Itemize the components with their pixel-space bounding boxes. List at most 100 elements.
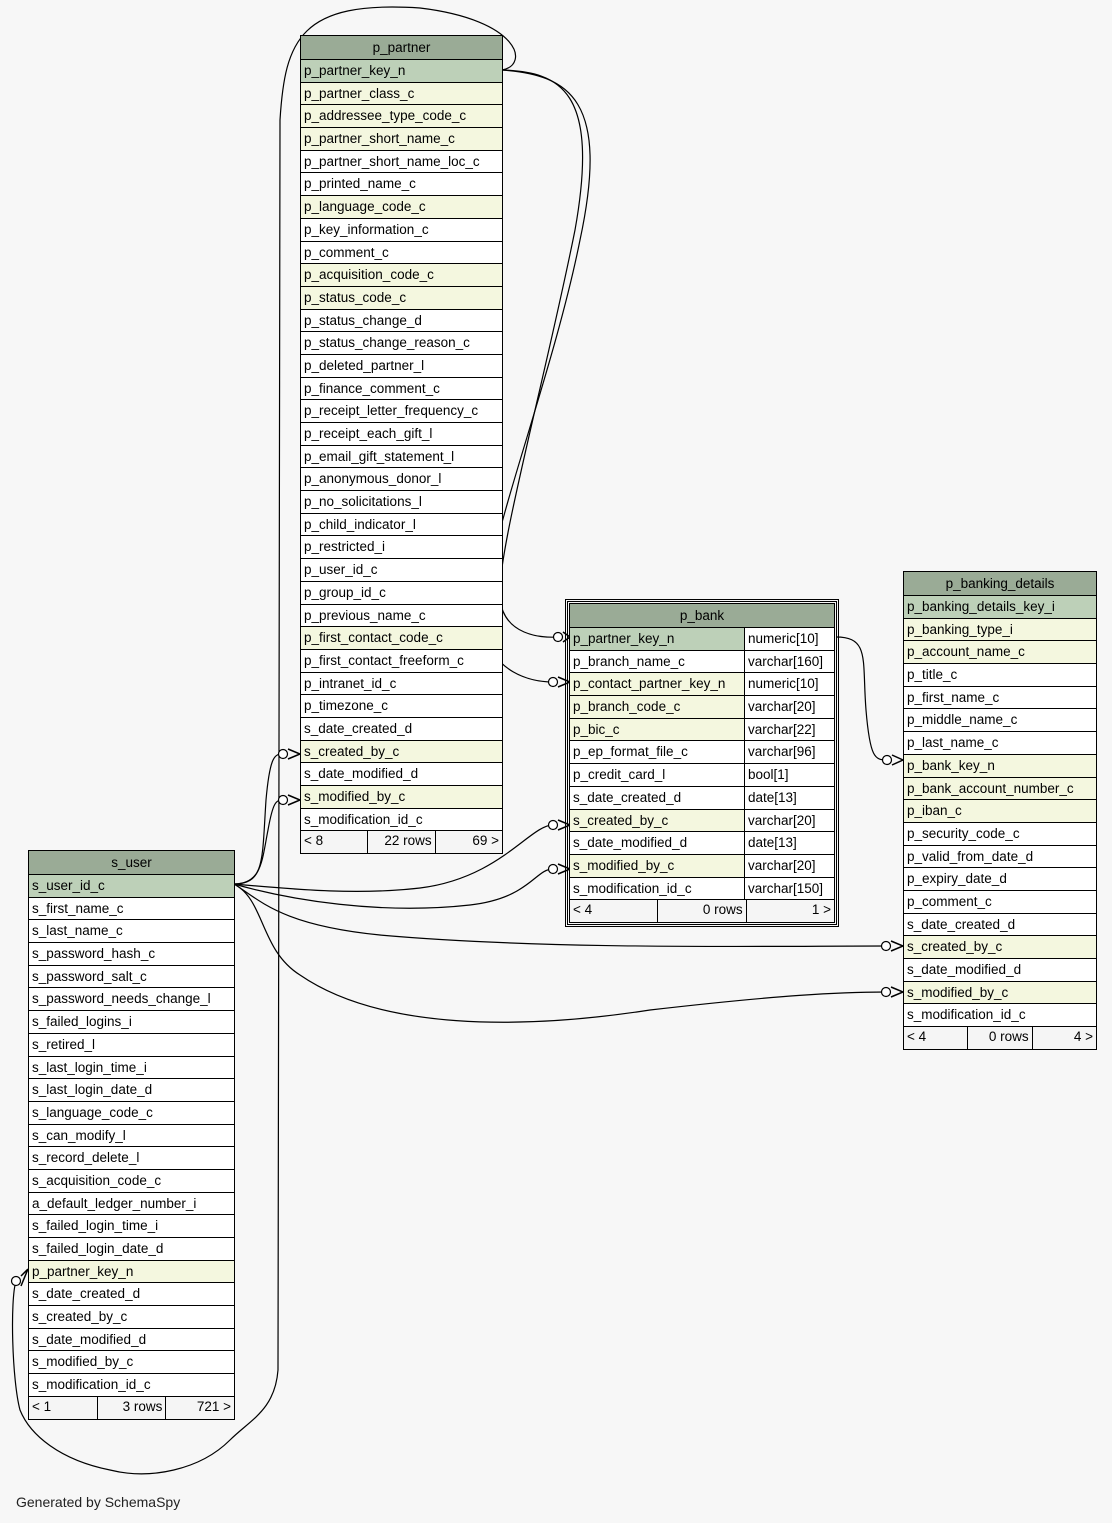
column-row[interactable]: p_title_c — [904, 664, 1096, 687]
foreign-key-column[interactable]: s_created_by_c — [301, 740, 502, 764]
foreign-key-column[interactable]: p_bank_account_number_c — [904, 777, 1096, 801]
column-row[interactable]: s_last_login_time_i — [29, 1057, 234, 1080]
column-row[interactable]: s_date_modified_d — [29, 1329, 234, 1352]
column-row[interactable]: p_first_name_c — [904, 687, 1096, 710]
column-row[interactable]: s_modification_id_c — [29, 1374, 234, 1397]
foreign-key-column[interactable]: s_created_by_c — [904, 936, 1096, 959]
column-row[interactable]: s_can_modify_l — [29, 1125, 234, 1148]
column-row[interactable]: p_previous_name_c — [301, 605, 502, 628]
column-row[interactable]: p_timezone_c — [301, 695, 502, 718]
column-row[interactable]: p_status_change_reason_c — [301, 332, 502, 355]
column-row[interactable]: s_failed_login_time_i — [29, 1215, 234, 1238]
column-row[interactable]: p_key_information_c — [301, 219, 502, 242]
foreign-key-column[interactable]: p_partner_class_c — [301, 82, 502, 106]
table-title[interactable]: p_partner — [301, 36, 502, 60]
column-row[interactable]: s_failed_logins_i — [29, 1011, 234, 1034]
foreign-key-column[interactable]: p_first_contact_code_c — [301, 627, 502, 650]
column-row[interactable]: a_default_ledger_number_i — [29, 1193, 234, 1216]
column-row[interactable]: p_comment_c — [301, 242, 502, 265]
foreign-key-column[interactable]: p_partner_key_n — [29, 1260, 234, 1284]
table-title[interactable]: p_bank — [570, 604, 834, 628]
foreign-key-column[interactable]: p_banking_type_i — [904, 618, 1096, 642]
column-row[interactable]: s_date_created_d — [904, 914, 1096, 937]
primary-key-column[interactable]: p_banking_details_key_i — [904, 596, 1096, 619]
column-row[interactable]: s_failed_login_date_d — [29, 1238, 234, 1261]
column-row[interactable]: p_finance_comment_c — [301, 378, 502, 401]
foreign-key-column[interactable]: s_modified_by_c — [904, 981, 1096, 1005]
column-row[interactable]: p_printed_name_c — [301, 173, 502, 197]
foreign-key-column[interactable]: p_status_code_c — [301, 286, 502, 310]
column-row[interactable]: s_password_hash_c — [29, 943, 234, 966]
column-row[interactable]: p_receipt_each_gift_l — [301, 423, 502, 446]
table-title[interactable]: s_user — [29, 851, 234, 875]
column-row[interactable]: p_security_code_c — [904, 823, 1096, 846]
foreign-key-column[interactable]: p_addressee_type_code_c — [301, 105, 502, 129]
column-row[interactable]: p_group_id_c — [301, 582, 502, 605]
column-row[interactable]: s_created_by_c — [29, 1306, 234, 1329]
column-row[interactable]: s_first_name_c — [29, 898, 234, 921]
column-row[interactable]: p_child_indicator_l — [301, 514, 502, 537]
column-row[interactable]: p_anonymous_donor_l — [301, 468, 502, 492]
column-row[interactable]: p_restricted_i — [301, 536, 502, 560]
column-row[interactable]: s_modification_id_c — [904, 1004, 1096, 1028]
foreign-key-column[interactable]: p_language_code_c — [301, 196, 502, 219]
column-row[interactable]: s_last_name_c — [29, 920, 234, 944]
children-count[interactable]: 4 > — [1031, 1027, 1096, 1050]
column-row[interactable]: s_password_salt_c — [29, 966, 234, 989]
column-row[interactable]: s_retired_l — [29, 1034, 234, 1057]
column-row[interactable]: p_email_gift_statement_l — [301, 446, 502, 469]
column-row[interactable]: s_record_delete_l — [29, 1147, 234, 1170]
column-row[interactable]: s_modified_by_c — [29, 1351, 234, 1375]
children-count[interactable]: 1 > — [745, 900, 834, 923]
column-row[interactable]: p_status_change_d — [301, 310, 502, 333]
primary-key-column[interactable]: p_partner_key_n — [301, 60, 502, 83]
column-row[interactable]: s_date_created_d — [301, 718, 502, 741]
column-row[interactable]: s_date_created_d — [29, 1283, 234, 1307]
parents-count[interactable]: < 4 — [573, 902, 593, 918]
column-row[interactable]: p_comment_c — [904, 891, 1096, 914]
foreign-key-column[interactable]: s_modified_by_c — [301, 786, 502, 809]
children-count[interactable]: 69 > — [434, 831, 502, 854]
column-row[interactable]: s_modification_id_c — [301, 809, 502, 832]
column-row[interactable]: p_deleted_partner_l — [301, 355, 502, 378]
children-count[interactable]: 721 > — [165, 1396, 234, 1419]
foreign-key-column[interactable]: p_partner_short_name_c — [301, 128, 502, 151]
column-row[interactable]: p_middle_name_c — [904, 709, 1096, 733]
column-row[interactable]: p_intranet_id_c — [301, 673, 502, 696]
column-row[interactable]: s_date_modified_d — [301, 763, 502, 786]
column-row[interactable]: p_partner_short_name_loc_c — [301, 151, 502, 174]
parents-count[interactable]: < 1 — [32, 1398, 52, 1414]
foreign-key-column[interactable]: p_acquisition_code_c — [301, 264, 502, 287]
column-row[interactable]: p_valid_from_date_d — [904, 846, 1096, 869]
column-row[interactable]: s_date_modified_d — [904, 959, 1096, 982]
column-row[interactable]: s_password_needs_change_l — [29, 988, 234, 1012]
column-row[interactable]: p_first_contact_freeform_c — [301, 650, 502, 673]
column-row[interactable]: p_receipt_letter_frequency_c — [301, 400, 502, 423]
column-row[interactable]: s_language_code_c — [29, 1102, 234, 1125]
foreign-key-column[interactable]: p_bank_key_n — [904, 754, 1096, 778]
column-row[interactable]: s_acquisition_code_c — [29, 1170, 234, 1193]
column-row[interactable]: p_last_name_c — [904, 732, 1096, 755]
column-row[interactable]: p_user_id_c — [301, 559, 502, 582]
foreign-key-column[interactable]: p_iban_c — [904, 800, 1096, 823]
foreign-key-column[interactable]: p_account_name_c — [904, 641, 1096, 665]
column-row[interactable]: p_expiry_date_d — [904, 868, 1096, 891]
table-title[interactable]: p_banking_details — [904, 572, 1096, 596]
parents-count[interactable]: < 8 — [304, 833, 324, 849]
